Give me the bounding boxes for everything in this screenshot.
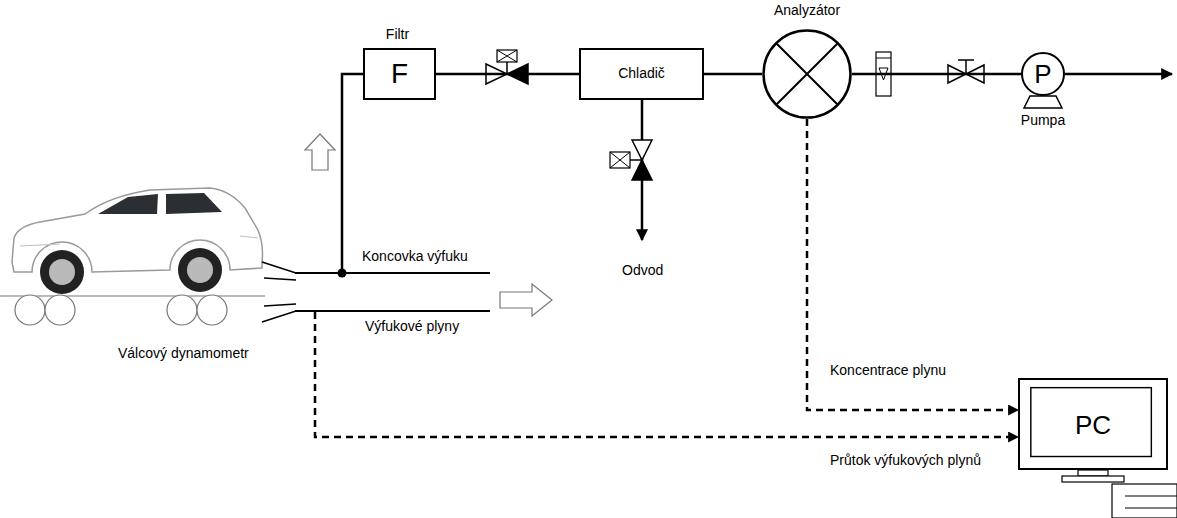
pump-circle: PPumpa [1021,52,1065,96]
gas-line [852,73,1021,76]
signal-label: Průtok výfukových plynů [830,452,981,468]
filter-box: FiltrF [363,48,436,100]
exhaust-outlet [1065,73,1172,76]
pc-stand [1062,470,1177,518]
node-text: PC [1020,410,1166,441]
part-label: Válcový dynamometr [118,345,249,361]
gas-line [704,73,762,76]
gas-line [436,73,579,76]
cooler-box: Chladič [579,48,704,100]
signal-line [807,119,1018,410]
part-label: Výfukové plyny [365,318,459,334]
node-text: P [1021,59,1065,90]
tailpipe-flare [262,262,296,322]
gas-line [342,74,363,272]
solenoid-valve [486,50,528,84]
node-text: F [365,58,434,90]
node-heading: Filtr [325,26,470,42]
dynamometer-rollers [0,295,265,325]
analyzer-circle: Analyzátor [762,29,852,119]
node-heading: Pumpa [991,112,1095,128]
tailpipe: Koncovka výfuku [295,272,490,312]
manual-valve [948,60,984,83]
pc-monitor: PC [1018,378,1168,470]
signal-line [315,312,1018,437]
node-heading: Koncovka výfuku [362,248,468,264]
flow-arrow [500,284,552,316]
part-label: Odvod [622,262,663,278]
node-heading: Analyzátor [722,2,892,18]
analyzer-outline [762,29,852,119]
flow-arrow [305,134,335,170]
pump-base [1024,96,1062,108]
drain-line [610,100,652,240]
node-text: Chladič [581,65,702,81]
signal-label: Koncentrace plynu [830,362,946,378]
car-illustration [12,188,263,294]
